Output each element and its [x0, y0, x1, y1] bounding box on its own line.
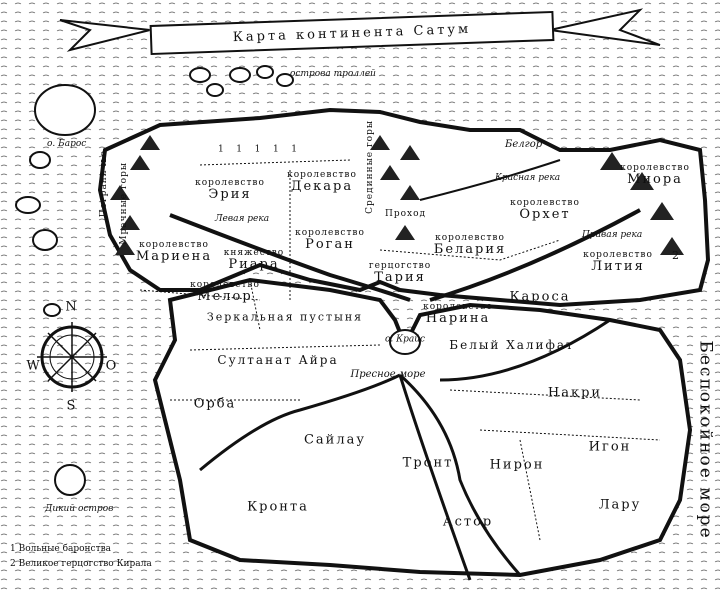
label-wild-island: Дикий остров [45, 504, 114, 514]
red-river [419, 159, 561, 201]
borders [139, 159, 661, 541]
banner-ribbon [59, 8, 661, 52]
region-astor: Астор [442, 514, 494, 530]
compass-west: W [26, 358, 42, 374]
barony-mark: 1 [217, 144, 225, 155]
compass-rose [37, 322, 107, 392]
label-baronies-marks: 1 1 1 1 1 [217, 144, 299, 155]
region-niron: Нирон [489, 457, 545, 473]
label-fresh-sea: Пресное море [350, 369, 426, 380]
label-troll-islands: острова троллей [290, 69, 376, 79]
label-border-mountains: Пограничье [99, 150, 109, 218]
barony-mark: 1 [236, 144, 244, 155]
region-aira: Султанат Айра [217, 353, 339, 367]
region-laru: Лару [598, 497, 642, 513]
mountains [110, 135, 684, 255]
southern-continent [152, 277, 693, 578]
barony-mark: 1 [254, 144, 262, 155]
label-pass: Проход [385, 209, 427, 219]
label-right-river: Правая река [582, 230, 643, 240]
label-dark-mountains: Мрачные горы [119, 162, 129, 245]
region-tront: Тронт [402, 455, 454, 471]
barony-mark: 1 [291, 144, 299, 155]
label-kirala-mark: 2 [672, 249, 680, 262]
region-orba: Орба [193, 396, 237, 412]
islands [15, 65, 421, 496]
region-kronta: Кронта [247, 499, 309, 515]
region-igon: Игон [588, 439, 632, 455]
south-rivers [199, 318, 611, 581]
label-belgor: Белгор [505, 139, 543, 150]
region-white-caliphate: Белый Халифат [449, 338, 575, 352]
label-restless-sea: Беспокойное море [695, 340, 716, 540]
barony-mark: 1 [272, 144, 280, 155]
region-nakri: Накри [547, 385, 603, 401]
legend: 1 Вольные баронства 2 Великое герцогство… [10, 542, 152, 572]
region-karosa: Кароса [509, 289, 571, 305]
region-mirror-desert: Зеркальная пустыня [206, 310, 364, 324]
label-red-river: Красная река [495, 173, 561, 183]
label-krais: о. Крайс [384, 334, 426, 345]
compass-north: N [65, 299, 79, 315]
compass-east: O [105, 358, 119, 374]
label-middle-mountains: Срединные горы [365, 120, 375, 214]
northern-continent [97, 107, 711, 308]
region-sailau: Сайлау [303, 432, 367, 448]
legend-item-baronies: 1 Вольные баронства [10, 544, 111, 554]
compass-south: S [66, 398, 78, 414]
right-river [429, 208, 641, 302]
left-river [169, 213, 411, 302]
legend-item-kirala: 2 Великое герцогство Кирала [10, 559, 152, 569]
label-left-river: Левая река [215, 214, 270, 224]
label-baros: о. Барос [47, 139, 87, 149]
